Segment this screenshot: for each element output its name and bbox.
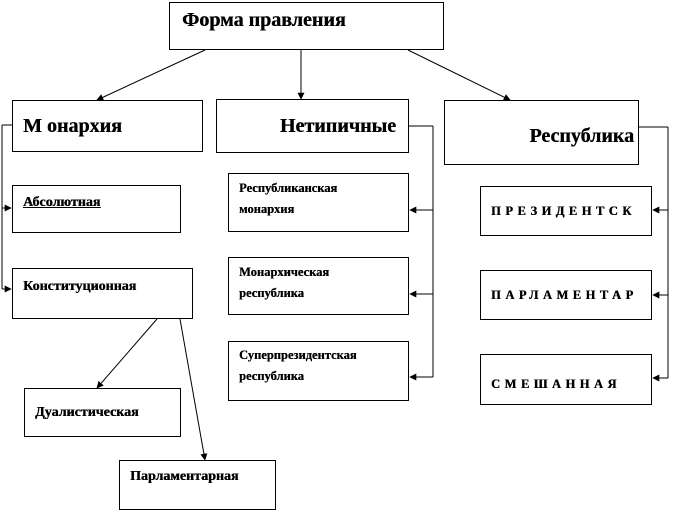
republican-monarchy-label: Республиканская монархия [239,181,338,216]
dualistic-box: Дуалистическая [24,388,181,437]
republican-monarchy-box: Республиканская монархия [228,173,409,232]
parliamentary-monarchy-label: Парламентарная [130,469,239,484]
arrow-root-to-republic [407,49,511,101]
atypical-label: Нетипичные [279,114,396,137]
arrow-to-parliamentary [179,318,208,461]
superpresidential-republic-box: Суперпрезидентская республика [228,341,409,401]
republic-label: Республика [529,125,634,147]
monarchic-republic-box: Монархическая республика [228,257,409,315]
mixed-box: СМЕШАННАЯ [480,354,652,405]
dualistic-label: Дуалистическая [35,404,139,420]
parliamentary-republic-box: ПАРЛАМЕНТАР [480,270,652,320]
parliamentary-republic-label: ПАРЛАМЕНТАР [491,287,638,302]
mixed-label: СМЕШАННАЯ [491,377,621,391]
constitutional-box: Конституционная [12,268,193,319]
presidential-label: ПРЕЗИДЕНТСК [491,203,636,218]
monarchic-republic-label: Монархическая республика [239,265,330,300]
presidential-box: ПРЕЗИДЕНТСК [480,186,652,236]
absolute-label: Абсолютная [23,195,101,210]
constitutional-label: Конституционная [23,279,137,294]
root-label: Форма правления [182,9,346,31]
monarchy-label: М онархия [23,114,122,137]
atypical-box: Нетипичные [216,99,409,153]
arrow-to-dualistic [96,318,158,389]
republic-box: Республика [444,100,639,165]
arrow-root-to-monarchy [96,49,206,101]
root-box: Форма правления [169,2,444,50]
parliamentary-monarchy-box: Парламентарная [119,460,276,510]
absolute-box: Абсолютная [12,185,181,233]
superpresidential-republic-label: Суперпрезидентская республика [239,348,357,383]
monarchy-box: М онархия [12,100,203,152]
